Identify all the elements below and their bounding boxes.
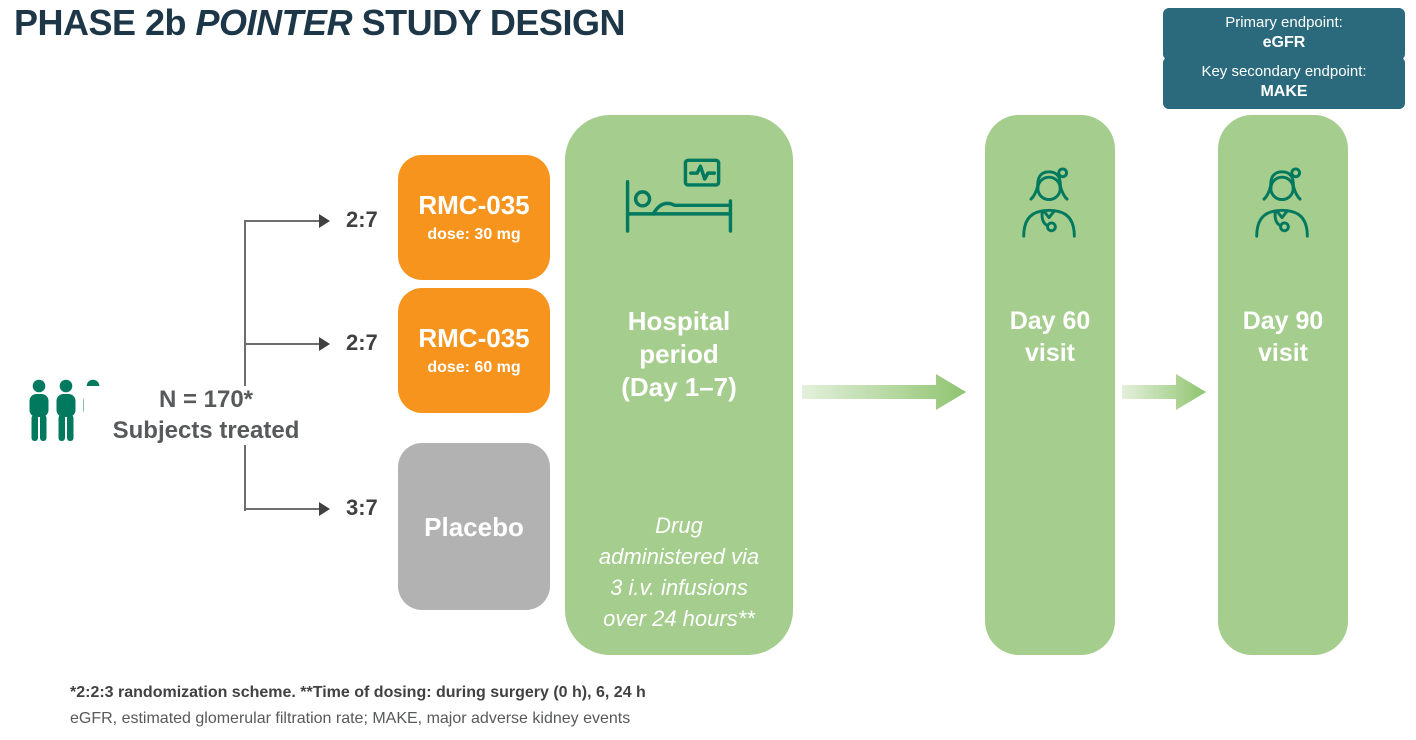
randomization-ratio-1: 2:7	[346, 207, 378, 232]
branch-arrowhead-1	[319, 214, 330, 228]
arm-name: RMC-035	[418, 323, 530, 353]
randomization-ratio-3: 3:7	[346, 495, 378, 520]
clinician-icon	[1246, 163, 1320, 243]
branch-arrow-line-2	[244, 343, 320, 345]
secondary-endpoint-value: MAKE	[1260, 83, 1308, 100]
title-study-name: POINTER	[195, 2, 353, 43]
footnote-abbreviations: eGFR, estimated glomerular filtration ra…	[70, 710, 631, 727]
hospital-period-box: Hospital period (Day 1–7) Drug administe…	[565, 115, 793, 655]
arm-name: RMC-035	[418, 190, 530, 220]
secondary-endpoint-badge: Key secondary endpoint: MAKE	[1163, 57, 1405, 109]
title-prefix: PHASE 2b	[14, 2, 196, 43]
arm-rmc035-60mg-box: RMC-035 dose: 60 mg	[398, 288, 550, 413]
branch-arrowhead-3	[319, 502, 330, 516]
day-60-visit-label: Day 60 visit	[1009, 307, 1091, 367]
page-title: PHASE 2b POINTER STUDY DESIGN	[14, 0, 625, 46]
arm-rmc035-30mg-box: RMC-035 dose: 30 mg	[398, 155, 550, 280]
secondary-endpoint-label: Key secondary endpoint:	[1201, 63, 1367, 80]
randomization-ratio-2: 2:7	[346, 330, 378, 355]
timeline-arrow-2	[1122, 374, 1206, 410]
primary-endpoint-badge: Primary endpoint: eGFR	[1163, 8, 1405, 60]
timeline-arrow-1	[802, 374, 966, 410]
title-suffix: STUDY DESIGN	[352, 2, 626, 43]
population-block: N = 170* Subjects treated	[84, 386, 328, 445]
arm-name: Placebo	[424, 511, 524, 542]
hospital-bed-icon	[619, 157, 739, 245]
subject-count-caption: Subjects treated	[112, 417, 300, 444]
arm-placebo-box: Placebo	[398, 443, 550, 610]
hospital-period-title: Hospital period (Day 1–7)	[621, 306, 737, 402]
footnote-randomization: *2:2:3 randomization scheme. **Time of d…	[70, 684, 646, 701]
arm-dose: dose: 60 mg	[427, 359, 521, 376]
branch-line-vertical	[244, 221, 246, 511]
clinician-icon	[1013, 163, 1087, 243]
day-60-visit-box: Day 60 visit	[985, 115, 1115, 655]
arm-dose: dose: 30 mg	[427, 226, 521, 243]
branch-arrow-line-3	[244, 508, 320, 510]
dosing-note: Drug administered via 3 i.v. infusions o…	[598, 513, 760, 631]
subject-count: N = 170*	[158, 386, 254, 413]
branch-arrowhead-2	[319, 337, 330, 351]
primary-endpoint-label: Primary endpoint:	[1225, 14, 1343, 31]
primary-endpoint-value: eGFR	[1262, 34, 1306, 51]
branch-arrow-line-1	[244, 220, 320, 222]
day-90-visit-box: Day 90 visit	[1218, 115, 1348, 655]
day-90-visit-label: Day 90 visit	[1242, 307, 1324, 367]
